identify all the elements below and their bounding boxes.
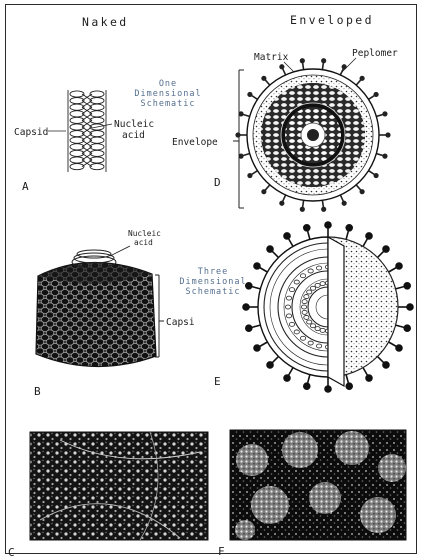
one-dimensional-line3: Schematic	[140, 99, 195, 109]
panel-label-b: B	[34, 385, 41, 398]
panel-label-e: E	[214, 375, 221, 388]
icosahedral-capsid-3d	[36, 262, 156, 366]
panel-label-a: A	[22, 180, 29, 193]
nucleic-acid-b-line1: Nucleic	[128, 229, 161, 238]
micrograph-naked	[30, 432, 208, 540]
enveloped-virus-3d	[243, 222, 413, 392]
nucleic-acid-b-pointer	[110, 246, 130, 256]
panel-label-f: F	[218, 545, 225, 558]
enveloped-header: Enveloped	[290, 13, 374, 27]
capsid-helix-schematic	[68, 90, 106, 172]
nucleic-acid-label-line2: acid	[122, 130, 145, 141]
one-dimensional-line1: One	[159, 79, 177, 89]
three-dimensional-line1: Three	[198, 267, 229, 277]
peplomer-label: Peplomer	[352, 48, 398, 59]
micrograph-enveloped	[230, 430, 406, 540]
nucleic-acid-label-line1: Nucleic	[114, 119, 154, 130]
panel-label-d: D	[214, 176, 221, 189]
nucleic-acid-b-line2: acid	[134, 238, 153, 247]
panel-label-c: C	[8, 546, 15, 559]
matrix-label: Matrix	[254, 52, 289, 63]
one-dimensional-line2: Dimensional	[134, 89, 201, 99]
three-dimensional-line3: Schematic	[185, 287, 240, 297]
capsid-label: Capsid	[14, 127, 48, 138]
three-dimensional-line2: Dimensional	[179, 277, 246, 287]
envelope-label: Envelope	[172, 137, 218, 148]
enveloped-virus-cross-section	[236, 59, 390, 211]
matrix-pointer	[284, 62, 294, 72]
capsi-label: Capsi	[166, 317, 195, 328]
naked-header: Naked	[82, 15, 129, 29]
